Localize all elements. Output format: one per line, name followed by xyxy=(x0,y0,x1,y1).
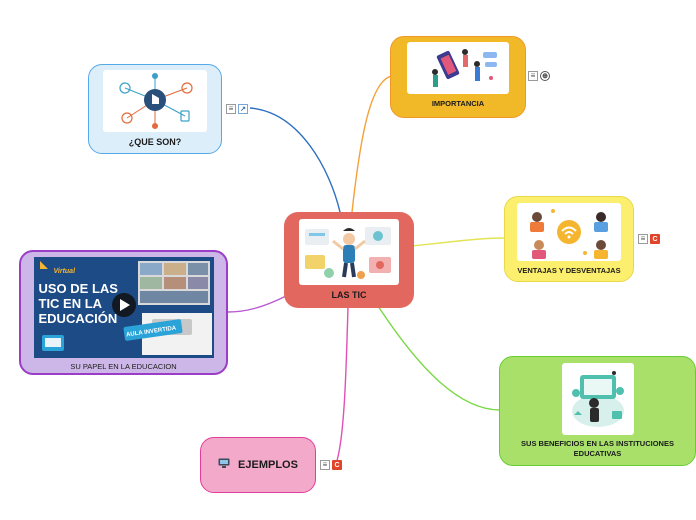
que-son-label: ¿QUE SON? xyxy=(128,137,182,147)
center-node-las-tic[interactable]: LAS TIC xyxy=(284,212,414,308)
c-attachment-icon[interactable]: C xyxy=(650,234,660,244)
link-ejemplos xyxy=(335,305,349,465)
center-image xyxy=(299,219,399,285)
c-attachment-icon[interactable]: C xyxy=(332,460,342,470)
notes-icon[interactable]: ≡ xyxy=(226,104,236,114)
papel-video-thumbnail[interactable]: Virtual USO DE LAS TIC EN LA EDUCACIÓN A… xyxy=(33,257,214,358)
papel-thumb-brand: Virtual xyxy=(53,268,76,275)
importancia-image xyxy=(407,42,509,94)
node-importancia[interactable]: IMPORTANCIA xyxy=(390,36,526,118)
papel-thumb-title: USO DE LAS TIC EN LA EDUCACIÓN xyxy=(39,281,118,326)
ejemplos-label: EJEMPLOS xyxy=(238,459,298,471)
ventajas-label: VENTAJAS Y DESVENTAJAS xyxy=(517,266,621,275)
link-importancia xyxy=(351,75,393,213)
link-ventajas xyxy=(411,237,505,247)
node-papel[interactable]: Virtual USO DE LAS TIC EN LA EDUCACIÓN A… xyxy=(19,250,228,375)
link-icon[interactable]: ↗ xyxy=(238,104,248,114)
notes-icon[interactable]: ≡ xyxy=(638,234,648,244)
papel-label: SU PAPEL EN LA EDUCACION xyxy=(70,362,177,371)
ejemplos-marks: ≡ C xyxy=(320,460,342,470)
node-ejemplos[interactable]: EJEMPLOS xyxy=(200,437,316,493)
center-label: LAS TIC xyxy=(331,290,367,300)
node-que-son[interactable]: ¿QUE SON? xyxy=(88,64,222,154)
ventajas-marks: ≡ C xyxy=(638,234,660,244)
importancia-label: IMPORTANCIA xyxy=(431,99,485,108)
link-papel xyxy=(227,295,287,313)
thumb-title-line: TIC EN LA xyxy=(38,296,103,311)
notes-icon[interactable]: ≡ xyxy=(528,71,538,81)
notes-icon[interactable]: ≡ xyxy=(320,460,330,470)
node-beneficios[interactable]: SUS BENEFICIOS EN LAS INSTITUCIONES EDUC… xyxy=(499,356,696,466)
importancia-marks: ≡ ⊕ xyxy=(528,71,550,81)
link-que-son xyxy=(249,107,341,213)
monitor-icon xyxy=(218,456,230,474)
que-son-marks: ≡ ↗ xyxy=(226,104,248,114)
thumb-title-line: EDUCACIÓN xyxy=(38,311,118,326)
beneficios-image xyxy=(561,363,634,435)
beneficios-label: SUS BENEFICIOS EN LAS INSTITUCIONES EDUC… xyxy=(521,439,674,458)
thumb-title-line: USO DE LAS xyxy=(38,281,118,296)
que-son-image xyxy=(103,70,207,132)
globe-icon[interactable]: ⊕ xyxy=(540,71,550,81)
ventajas-image xyxy=(517,203,621,261)
node-ventajas[interactable]: VENTAJAS Y DESVENTAJAS xyxy=(504,196,634,282)
link-beneficios xyxy=(377,305,501,411)
